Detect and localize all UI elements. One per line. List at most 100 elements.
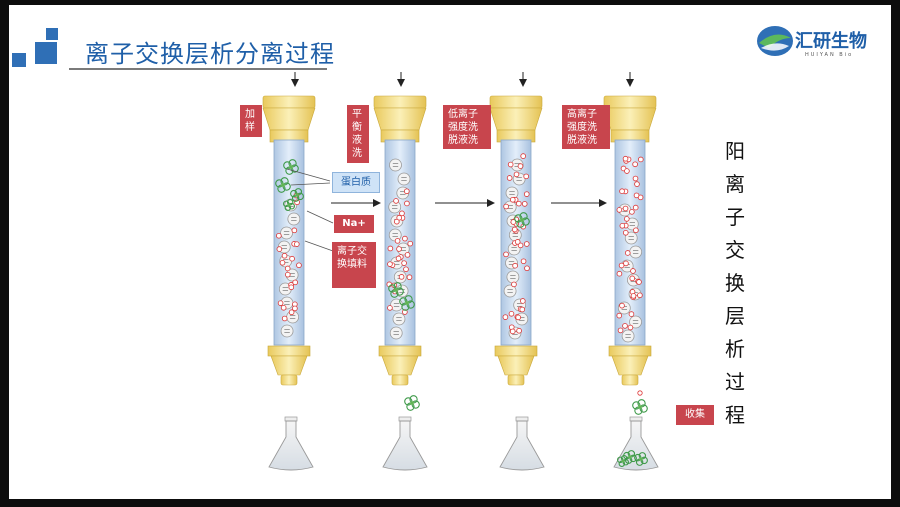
collection-flask [268, 420, 314, 471]
sodium-ion [279, 259, 286, 266]
step-label-3: 低离子强度洗脱液洗 [443, 105, 491, 149]
sodium-ion [387, 245, 394, 252]
column-cap-bottom [608, 345, 652, 357]
sodium-ion [622, 229, 629, 236]
pointer-protein-2 [290, 182, 331, 186]
sodium-ion [276, 246, 283, 252]
protein-molecule [399, 295, 415, 311]
sodium-ion [292, 305, 298, 312]
sodium-ion [398, 274, 405, 280]
sodium-ion [293, 241, 300, 247]
protein-molecule [634, 452, 648, 466]
sodium-ion [632, 175, 639, 182]
resin-bead [287, 212, 301, 226]
resin-bead [389, 158, 402, 172]
sodium-ion [407, 240, 414, 247]
sodium-ion [616, 312, 623, 319]
column-cap-top [262, 95, 316, 109]
sodium-ion [627, 324, 634, 331]
sodium-ion [630, 268, 636, 274]
sodium-ion [503, 251, 509, 258]
step-label-1: 加样 [240, 105, 262, 137]
sodium-ion [523, 241, 530, 247]
side-title-char: 离 [725, 172, 745, 196]
column-tip [391, 374, 409, 386]
page-title: 离子交换层析分离过程 [85, 40, 335, 68]
sodium-ion [399, 210, 405, 217]
resin-bead [629, 315, 642, 329]
sodium-ion [517, 242, 524, 249]
sodium-ion [517, 163, 524, 169]
sodium-ion [619, 188, 625, 194]
sodium-ion [636, 279, 642, 285]
sodium-ion [520, 298, 526, 304]
sodium-ion [288, 284, 295, 291]
sodium-ion [633, 227, 639, 234]
side-title-char: 换 [725, 271, 745, 295]
sodium-ion [632, 204, 639, 211]
columns-group [262, 95, 659, 471]
sodium-ion [509, 328, 516, 335]
brand-subtitle: HUIYAN Bio [805, 52, 854, 58]
sodium-ion [292, 279, 298, 286]
pointer-protein-1 [286, 168, 331, 182]
sodium-ion [515, 314, 522, 321]
step-label-2: 平衡液洗 [347, 105, 369, 163]
flask-lip [398, 416, 412, 422]
protein-molecule [290, 188, 304, 202]
column-cap-top [489, 95, 543, 109]
chromatography-diagram [262, 72, 659, 471]
sodium-ion [520, 153, 526, 159]
collection-flask [499, 420, 545, 471]
flask-lip [284, 416, 298, 422]
sodium-ion [632, 161, 638, 168]
sodium-ion [296, 262, 302, 269]
sodium-ion [402, 235, 408, 242]
sodium-ion [629, 209, 635, 215]
column-outlet [611, 355, 649, 376]
sodium-ion [637, 156, 644, 163]
sodium-ion [519, 306, 526, 313]
side-title-char: 程 [725, 403, 745, 427]
sodium-ion [633, 192, 640, 199]
sodium-ion [404, 200, 410, 207]
sodium-ion [513, 171, 520, 178]
slide: 离子交换层析分离过程 汇研生物 HUIYAN Bio [9, 5, 891, 499]
column-cap-funnel [373, 107, 427, 131]
pointer-resin [304, 240, 334, 252]
column-cap-top [603, 95, 657, 109]
resin-bead [280, 324, 294, 338]
sodium-ion [629, 275, 636, 282]
sodium-ion [404, 188, 410, 195]
protein-molecule [632, 399, 648, 415]
sodium-ion [630, 293, 637, 299]
side-title-char: 层 [725, 304, 745, 328]
sodium-ion [396, 246, 402, 252]
sodium-ion [508, 311, 515, 317]
column-cap-funnel [262, 107, 316, 131]
pointer-sodium [306, 210, 334, 224]
sodium-ion [281, 315, 288, 322]
logo-square-small [46, 28, 58, 40]
column-1 [262, 95, 316, 471]
sodium-ion [523, 191, 530, 197]
sodium-ion [521, 201, 528, 207]
protein-label: 蛋白质 [332, 172, 380, 193]
collection-flask [382, 420, 428, 471]
sodium-ion [401, 260, 407, 266]
sodium-ion [616, 207, 623, 213]
collect-label: 收集 [676, 405, 714, 425]
side-title-char: 析 [725, 337, 745, 361]
side-title-char: 交 [725, 238, 745, 262]
sodium-ion [281, 252, 288, 259]
sodium-ion [523, 173, 530, 180]
protein-molecule [388, 282, 404, 298]
column-4 [603, 95, 659, 471]
sodium-ion [634, 181, 640, 187]
brand-name: 汇研生物 [795, 31, 867, 52]
sodium-ion [394, 238, 401, 244]
resin-bead [624, 231, 638, 245]
sodium-ion [616, 270, 623, 277]
sodium-ion [276, 232, 282, 239]
column-cap-funnel [489, 107, 543, 131]
